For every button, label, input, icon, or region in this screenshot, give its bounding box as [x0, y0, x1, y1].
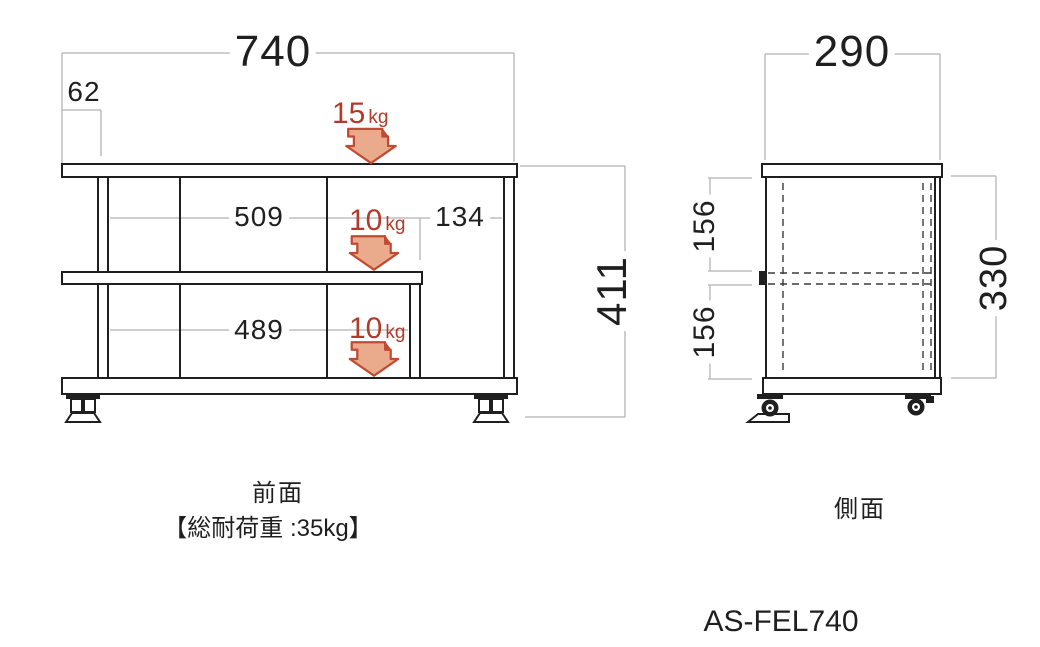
load-label-top: 15 kg — [332, 99, 388, 129]
dim-right-opening-width: 134 — [430, 203, 490, 231]
dim-overall-depth: 290 — [808, 30, 896, 74]
side-view-drawing — [759, 163, 943, 395]
dim-inner-height: 330 — [973, 239, 1015, 317]
front-view-drawing — [61, 163, 518, 395]
load-top-value: 15 — [332, 97, 366, 130]
load-arrow-middle-shelf — [348, 235, 400, 271]
load-bottom-unit: kg — [385, 322, 406, 343]
load-top-unit: kg — [368, 107, 389, 128]
load-label-bottom: 10 kg — [349, 314, 405, 344]
front-right-foot — [473, 393, 509, 423]
load-arrow-bottom-shelf — [348, 341, 400, 377]
side-right-caster — [905, 394, 934, 416]
dim-lower-shelf-width: 489 — [229, 316, 289, 344]
front-view-capacity-note: 【総耐荷重 :35kg】 — [163, 515, 373, 542]
side-left-caster — [745, 394, 790, 423]
side-dimension-lines — [708, 53, 997, 380]
side-view-hidden-lines — [768, 183, 933, 374]
front-view-caption: 前面 — [252, 480, 304, 507]
front-left-foot — [65, 393, 101, 423]
model-number: AS-FEL740 — [703, 605, 859, 638]
dim-upper-section-height: 156 — [688, 194, 721, 258]
dim-lower-section-height: 156 — [688, 300, 721, 364]
load-middle-unit: kg — [385, 214, 406, 235]
load-label-middle: 10 kg — [349, 206, 405, 236]
load-middle-value: 10 — [349, 204, 383, 237]
side-view-caption: 側面 — [834, 496, 886, 523]
dim-overall-width: 740 — [229, 30, 317, 74]
dim-left-offset: 62 — [65, 76, 103, 107]
dim-overall-height: 411 — [588, 251, 635, 331]
load-bottom-value: 10 — [349, 312, 383, 345]
load-arrow-top-shelf — [345, 127, 397, 165]
dim-upper-shelf-width: 509 — [229, 203, 289, 231]
